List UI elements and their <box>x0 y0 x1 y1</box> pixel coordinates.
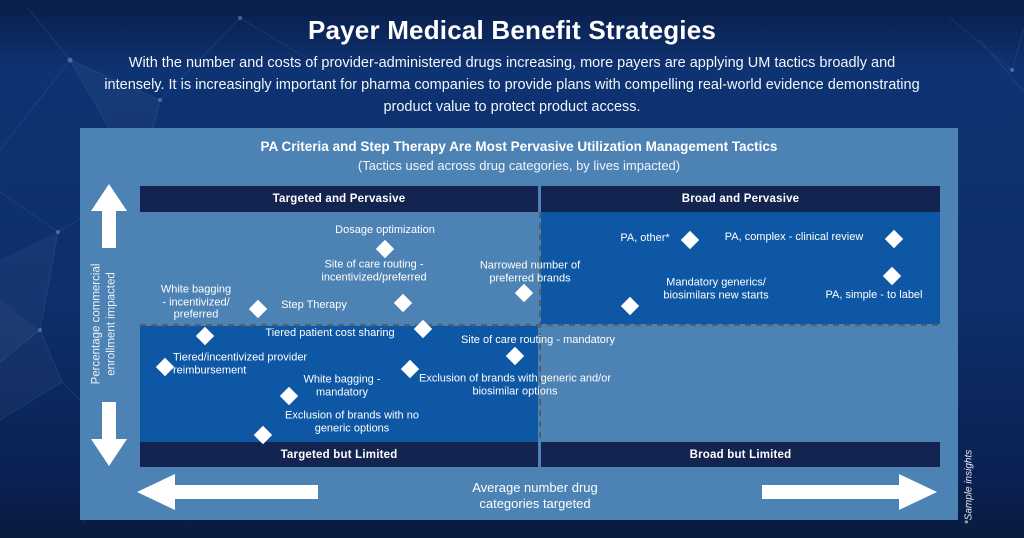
quadrant-fill-broad-pervasive <box>541 212 940 324</box>
y-axis-up-arrow-icon <box>91 184 127 248</box>
chart-title: PA Criteria and Step Therapy Are Most Pe… <box>260 139 778 154</box>
sample-insights-footnote: *Sample insights <box>963 449 975 525</box>
quadrant-header-targeted-pervasive: Targeted and Pervasive <box>140 186 538 212</box>
quadrant-fill-targeted-limited <box>140 326 538 442</box>
quadrant-divider-vertical <box>539 212 541 442</box>
page-subtitle: With the number and costs of provider-ad… <box>104 55 920 115</box>
x-axis-label: Average number drug categories targeted <box>472 480 598 511</box>
quadrant-header-broad-limited: Broad but Limited <box>541 442 940 467</box>
x-axis-left-arrow-icon <box>137 474 318 510</box>
y-axis-down-arrow-icon <box>91 402 127 466</box>
chart-subtitle: (Tactics used across drug categories, by… <box>357 158 681 173</box>
quadrant-header-broad-pervasive: Broad and Pervasive <box>541 186 940 212</box>
page-title: Payer Medical Benefit Strategies <box>307 15 717 45</box>
y-axis-label: Percentage commercial enrollment impacte… <box>90 263 118 385</box>
quadrant-header-targeted-limited: Targeted but Limited <box>140 442 538 467</box>
x-axis-right-arrow-icon <box>762 474 937 510</box>
